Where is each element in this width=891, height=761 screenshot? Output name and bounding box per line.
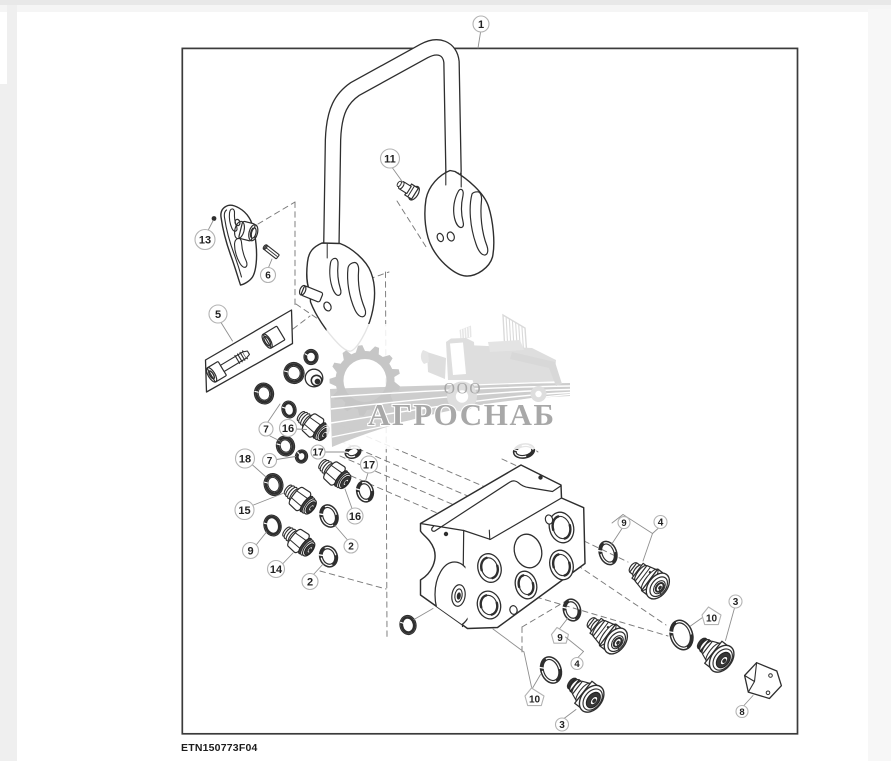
svg-text:2: 2 bbox=[307, 576, 313, 588]
svg-text:6: 6 bbox=[265, 271, 271, 282]
svg-text:4: 4 bbox=[658, 518, 664, 529]
svg-text:2: 2 bbox=[348, 542, 354, 553]
svg-text:16: 16 bbox=[349, 511, 361, 523]
svg-text:18: 18 bbox=[239, 453, 251, 465]
svg-text:16: 16 bbox=[282, 423, 294, 435]
svg-text:7: 7 bbox=[263, 425, 269, 436]
svg-text:8: 8 bbox=[739, 707, 744, 718]
svg-text:3: 3 bbox=[733, 597, 739, 608]
svg-text:АГРОСНАБ: АГРОСНАБ bbox=[368, 397, 556, 432]
svg-text:5: 5 bbox=[215, 309, 221, 321]
svg-text:17: 17 bbox=[312, 448, 324, 459]
svg-text:4: 4 bbox=[574, 659, 580, 670]
svg-text:3: 3 bbox=[559, 720, 565, 731]
svg-text:OOO: OOO bbox=[444, 381, 482, 398]
svg-text:1: 1 bbox=[478, 19, 484, 31]
svg-text:ETN150773F04: ETN150773F04 bbox=[181, 742, 258, 754]
svg-text:14: 14 bbox=[270, 564, 283, 576]
svg-text:9: 9 bbox=[557, 633, 563, 644]
svg-text:7: 7 bbox=[267, 456, 273, 467]
svg-text:17: 17 bbox=[363, 459, 375, 471]
svg-text:13: 13 bbox=[199, 234, 211, 246]
svg-text:9: 9 bbox=[247, 545, 253, 557]
svg-text:9: 9 bbox=[621, 518, 626, 529]
svg-text:15: 15 bbox=[238, 505, 250, 517]
svg-text:10: 10 bbox=[706, 613, 718, 624]
svg-text:11: 11 bbox=[384, 153, 396, 165]
svg-text:10: 10 bbox=[529, 694, 541, 705]
